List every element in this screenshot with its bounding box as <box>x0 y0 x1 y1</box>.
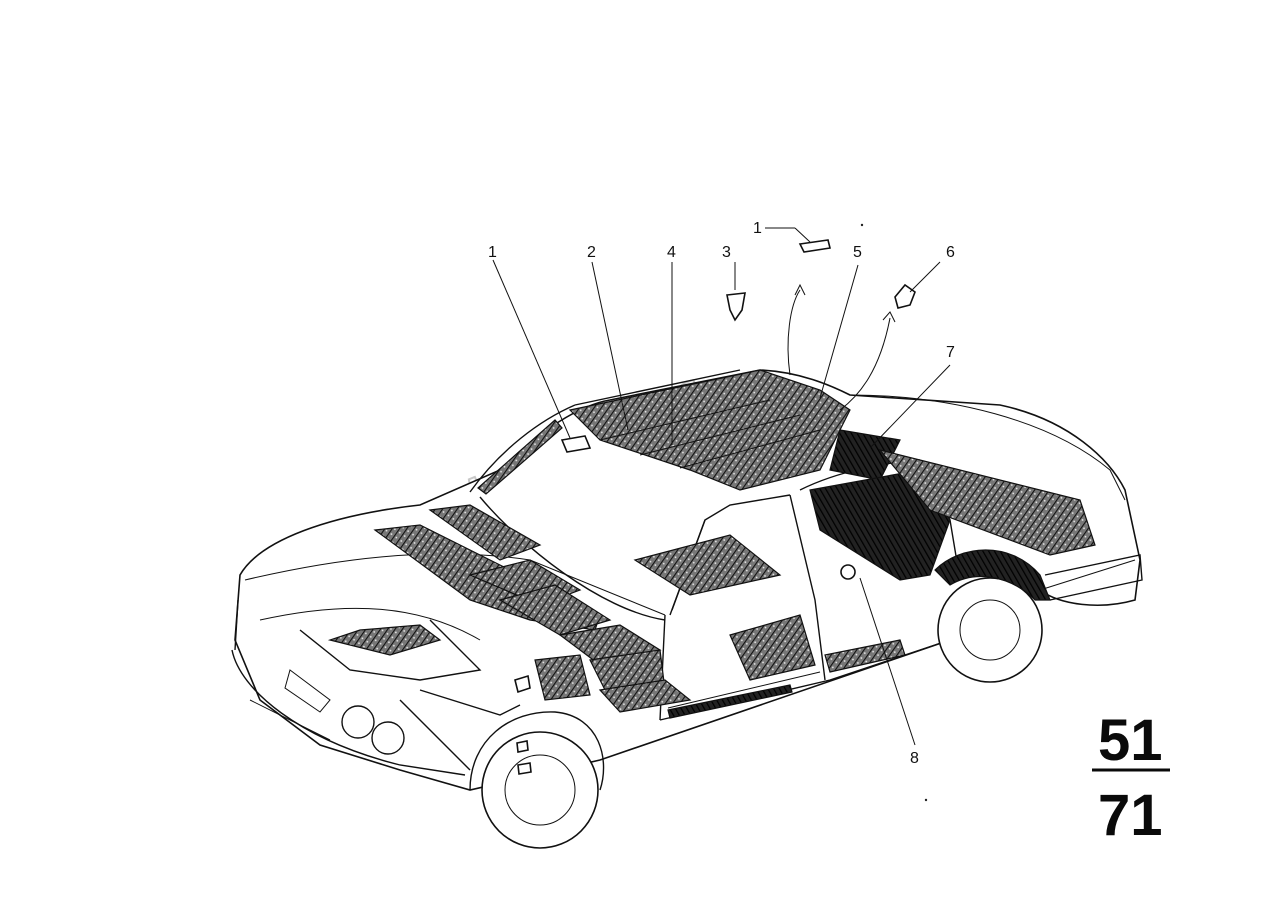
callout-1: 1 <box>488 244 497 261</box>
callout-7: 7 <box>946 344 955 361</box>
callout-1-secondary: 1 <box>753 220 762 237</box>
callout-5: 5 <box>853 244 862 261</box>
front-wheel <box>469 711 605 849</box>
callout-8: 8 <box>910 750 919 767</box>
leader-lines <box>492 227 951 746</box>
clip-on-roof <box>560 435 592 453</box>
callout-labels: 1 2 4 3 1 5 6 7 8 <box>488 220 955 767</box>
clip-part-6 <box>894 283 916 309</box>
group-number: 51 <box>1098 708 1163 773</box>
clip-part-1 <box>798 239 831 253</box>
callout-4: 4 <box>667 244 676 261</box>
rear-wheel <box>934 549 1051 683</box>
speck <box>860 223 864 227</box>
callout-2: 2 <box>587 244 596 261</box>
clip-part-3 <box>726 292 746 322</box>
small-parts <box>514 239 916 775</box>
callout-3: 3 <box>722 244 731 261</box>
subgroup-number: 71 <box>1098 783 1163 848</box>
callout-6: 6 <box>946 244 955 261</box>
plug-part-8 <box>840 564 856 580</box>
speck <box>924 798 928 802</box>
insulation-mats <box>299 369 1096 771</box>
group-number-block: 51 71 <box>1092 708 1170 848</box>
